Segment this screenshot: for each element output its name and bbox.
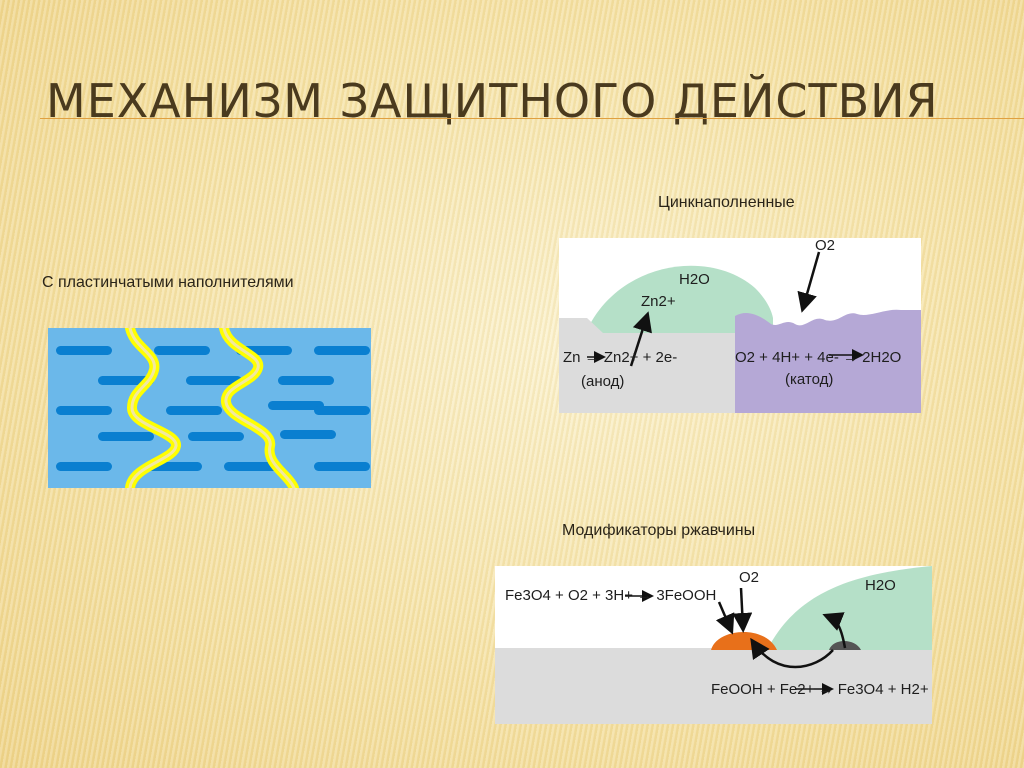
flake: [56, 346, 112, 355]
cathode-equation: O2 + 4H+ + 4e- → 2H2O: [735, 349, 901, 366]
water-droplet: [767, 566, 932, 650]
title-underline: [40, 118, 1024, 119]
cathode-area: [735, 309, 921, 413]
flake: [278, 376, 334, 385]
flake: [98, 432, 154, 441]
cathode-label: (катод): [785, 371, 833, 388]
water-label: H2O: [679, 271, 710, 288]
flake: [268, 401, 324, 410]
anode-label: (анод): [581, 373, 624, 390]
equation-top: Fe3O4 + O2 + 3H+ → 3FeOOH: [505, 587, 716, 604]
zinc-filled-diagram: O2 H2O Zn2+ Zn → Zn2+ + 2e- (анод) O2 + …: [559, 238, 921, 413]
flake: [188, 432, 244, 441]
equation-bottom: FeOOH + Fe2+ → Fe3O4 + H2+: [711, 681, 929, 698]
flake: [314, 406, 370, 415]
flake: [56, 462, 112, 471]
label-zinc-filled: Цинкнаполненные: [658, 194, 795, 211]
flake: [314, 346, 370, 355]
flake: [154, 346, 210, 355]
anode-equation: Zn → Zn2+ + 2e-: [563, 349, 677, 366]
flake: [186, 376, 242, 385]
o2-label: O2: [739, 569, 759, 586]
flake: [56, 406, 112, 415]
flake: [314, 462, 370, 471]
zn-ion-label: Zn2+: [641, 293, 676, 310]
water-label: H2O: [865, 577, 896, 594]
plate-filler-diagram: [48, 328, 371, 488]
label-rust-modifiers: Модификаторы ржавчины: [562, 522, 756, 539]
diffusion-paths: [125, 328, 299, 488]
flake: [280, 430, 336, 439]
flake: [166, 406, 222, 415]
flake: [224, 462, 280, 471]
label-plate-fillers: С пластинчатыми наполнителями: [42, 274, 294, 291]
zinc-anode-area: [559, 318, 735, 413]
o2-label-top: O2: [815, 238, 835, 254]
rust-modifier-diagram: Fe3O4 + O2 + 3H+ → 3FeOOH O2 H2O FeOOH +…: [495, 566, 932, 724]
steel-surface: [495, 648, 932, 724]
slide-title: МЕХАНИЗМ ЗАЩИТНОГО ДЕЙСТВИЯ: [46, 74, 939, 128]
